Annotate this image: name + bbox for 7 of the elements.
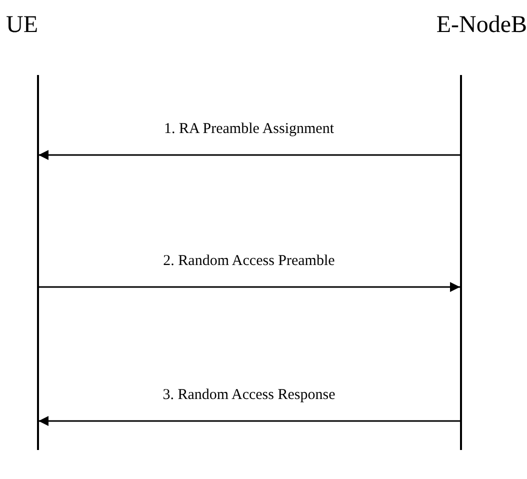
message-arrow [38,150,460,160]
participant-name: UE [6,10,38,40]
message-arrow [38,282,460,292]
lifeline [460,75,462,450]
lifeline [37,75,38,450]
participant-name: E-NodeB [436,10,527,40]
message-arrow [38,416,460,426]
